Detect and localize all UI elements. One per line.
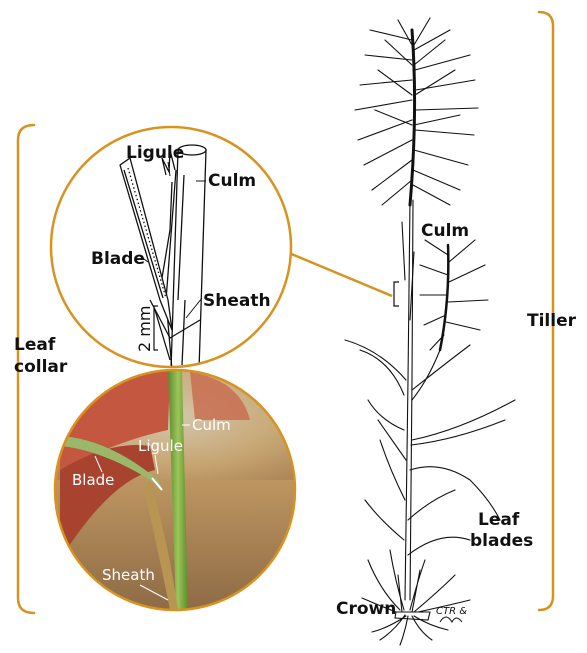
svg-text:CTR &: CTR & [436,606,467,617]
crown-label: Crown [336,599,396,619]
photo-culm-label: Culm [192,416,231,434]
tiller-label: Tiller [527,311,577,331]
leaf-collar-label-line2: collar [14,357,68,377]
leaf-blades-label-line2: blades [470,531,533,551]
collar-marker-bracket [394,282,399,306]
drawing-inset: Ligule Culm Blade Sheath 2 mm [51,127,291,370]
inset-culm-label: Culm [208,171,256,191]
secondary-seed-head [412,240,488,400]
inset-connector-line [289,253,392,296]
photo-inset: Culm Ligule Blade Sheath [55,368,295,611]
artist-signature: CTR & [436,606,467,622]
leaf-collar-label-line1: Leaf [14,335,56,355]
main-seed-head [355,18,478,205]
photo-sheath-label: Sheath [102,566,155,584]
photo-blade-label: Blade [72,471,114,489]
scale-bar-label: 2 mm [135,306,154,352]
inset-blade-label: Blade [91,249,145,269]
leaf-blades-label-line1: Leaf [478,510,520,530]
photo-ligule-label: Ligule [138,437,183,455]
inset-sheath-label: Sheath [203,291,271,311]
inset-ligule-label: Ligule [126,143,184,163]
culm-label: Culm [421,221,469,241]
